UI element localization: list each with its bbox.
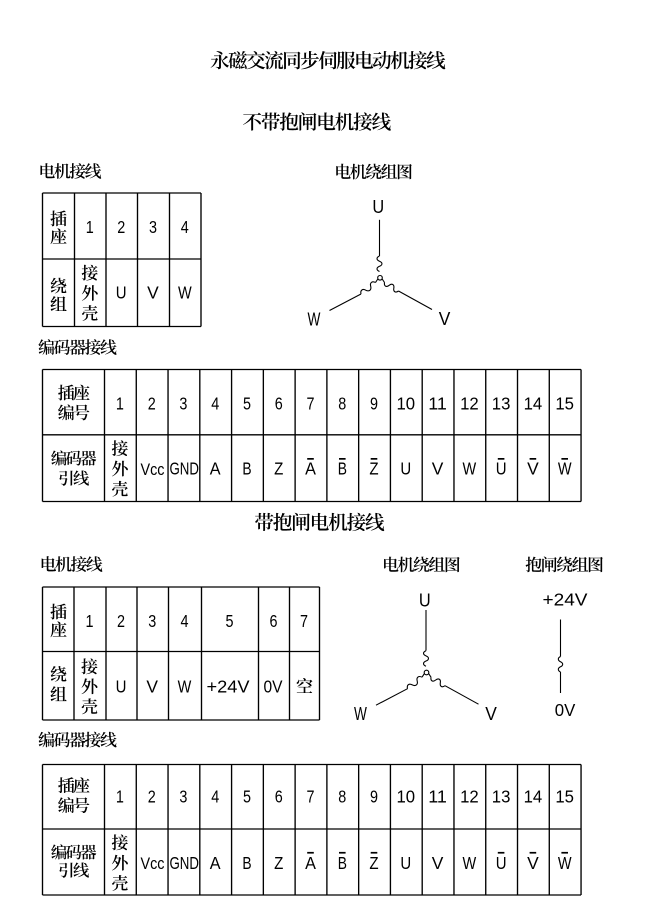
svg-text:U: U [116,283,127,303]
svg-text:+24V: +24V [543,589,589,609]
svg-text:14: 14 [524,786,543,806]
svg-text:Z: Z [274,853,283,873]
svg-text:B: B [338,459,347,479]
svg-text:A: A [210,459,221,479]
svg-text:4: 4 [181,217,189,237]
svg-text:13: 13 [492,786,511,806]
svg-text:U: U [116,676,127,696]
svg-text:V: V [527,459,539,479]
svg-text:A: A [305,459,316,479]
svg-text:A: A [305,853,316,873]
svg-text:+24V: +24V [207,676,251,696]
svg-text:1: 1 [116,786,124,806]
svg-text:11: 11 [428,786,447,806]
svg-text:W: W [463,853,477,873]
svg-text:3: 3 [149,217,157,237]
svg-text:A: A [210,853,221,873]
svg-text:3: 3 [179,786,187,806]
svg-text:U: U [496,459,507,479]
svg-text:12: 12 [460,394,479,414]
svg-text:5: 5 [226,611,234,631]
svg-text:U: U [400,853,411,873]
svg-text:6: 6 [275,786,283,806]
svg-text:2: 2 [117,611,125,631]
svg-text:U: U [419,591,431,611]
svg-text:13: 13 [492,394,511,414]
svg-text:2: 2 [148,786,156,806]
svg-text:12: 12 [460,786,479,806]
svg-text:GND: GND [169,853,199,873]
svg-text:8: 8 [338,394,346,414]
svg-text:B: B [338,853,347,873]
svg-text:7: 7 [300,611,308,631]
svg-text:Vcc: Vcc [141,461,165,479]
svg-text:W: W [178,283,192,303]
svg-text:Z: Z [274,459,283,479]
svg-text:Vcc: Vcc [141,855,165,873]
svg-text:1: 1 [116,394,124,414]
svg-text:5: 5 [243,394,251,414]
svg-text:2: 2 [117,217,125,237]
svg-text:8: 8 [338,786,346,806]
svg-text:4: 4 [211,394,219,414]
svg-text:V: V [439,309,451,329]
svg-text:10: 10 [397,394,416,414]
svg-text:V: V [432,459,444,479]
svg-text:Z: Z [369,853,378,873]
svg-text:3: 3 [179,394,187,414]
svg-text:9: 9 [370,394,378,414]
svg-text:14: 14 [524,394,543,414]
svg-text:U: U [496,853,507,873]
svg-text:5: 5 [243,786,251,806]
svg-text:W: W [178,676,192,696]
svg-text:GND: GND [169,459,199,479]
svg-text:V: V [527,853,539,873]
svg-text:10: 10 [397,786,416,806]
svg-text:15: 15 [555,786,574,806]
svg-text:3: 3 [148,611,156,631]
svg-text:Z: Z [369,459,378,479]
svg-text:W: W [463,459,477,479]
svg-text:V: V [432,853,444,873]
svg-text:V: V [146,676,158,696]
svg-text:V: V [147,283,159,303]
svg-text:15: 15 [555,394,574,414]
svg-text:9: 9 [370,786,378,806]
svg-text:1: 1 [86,611,94,631]
svg-text:W: W [308,309,321,329]
svg-text:U: U [400,459,411,479]
svg-text:1: 1 [86,217,94,237]
svg-text:7: 7 [307,394,315,414]
svg-text:4: 4 [181,611,189,631]
svg-text:W: W [558,853,572,873]
svg-text:0V: 0V [555,700,576,720]
svg-text:11: 11 [428,394,447,414]
svg-text:W: W [354,704,367,724]
svg-text:W: W [558,459,572,479]
svg-text:2: 2 [148,394,156,414]
svg-text:U: U [372,197,384,217]
svg-text:B: B [242,459,251,479]
svg-text:0V: 0V [264,676,283,696]
svg-text:4: 4 [211,786,219,806]
svg-text:6: 6 [270,611,278,631]
svg-text:7: 7 [307,786,315,806]
svg-text:6: 6 [275,394,283,414]
svg-text:B: B [242,853,251,873]
svg-text:V: V [485,704,497,724]
